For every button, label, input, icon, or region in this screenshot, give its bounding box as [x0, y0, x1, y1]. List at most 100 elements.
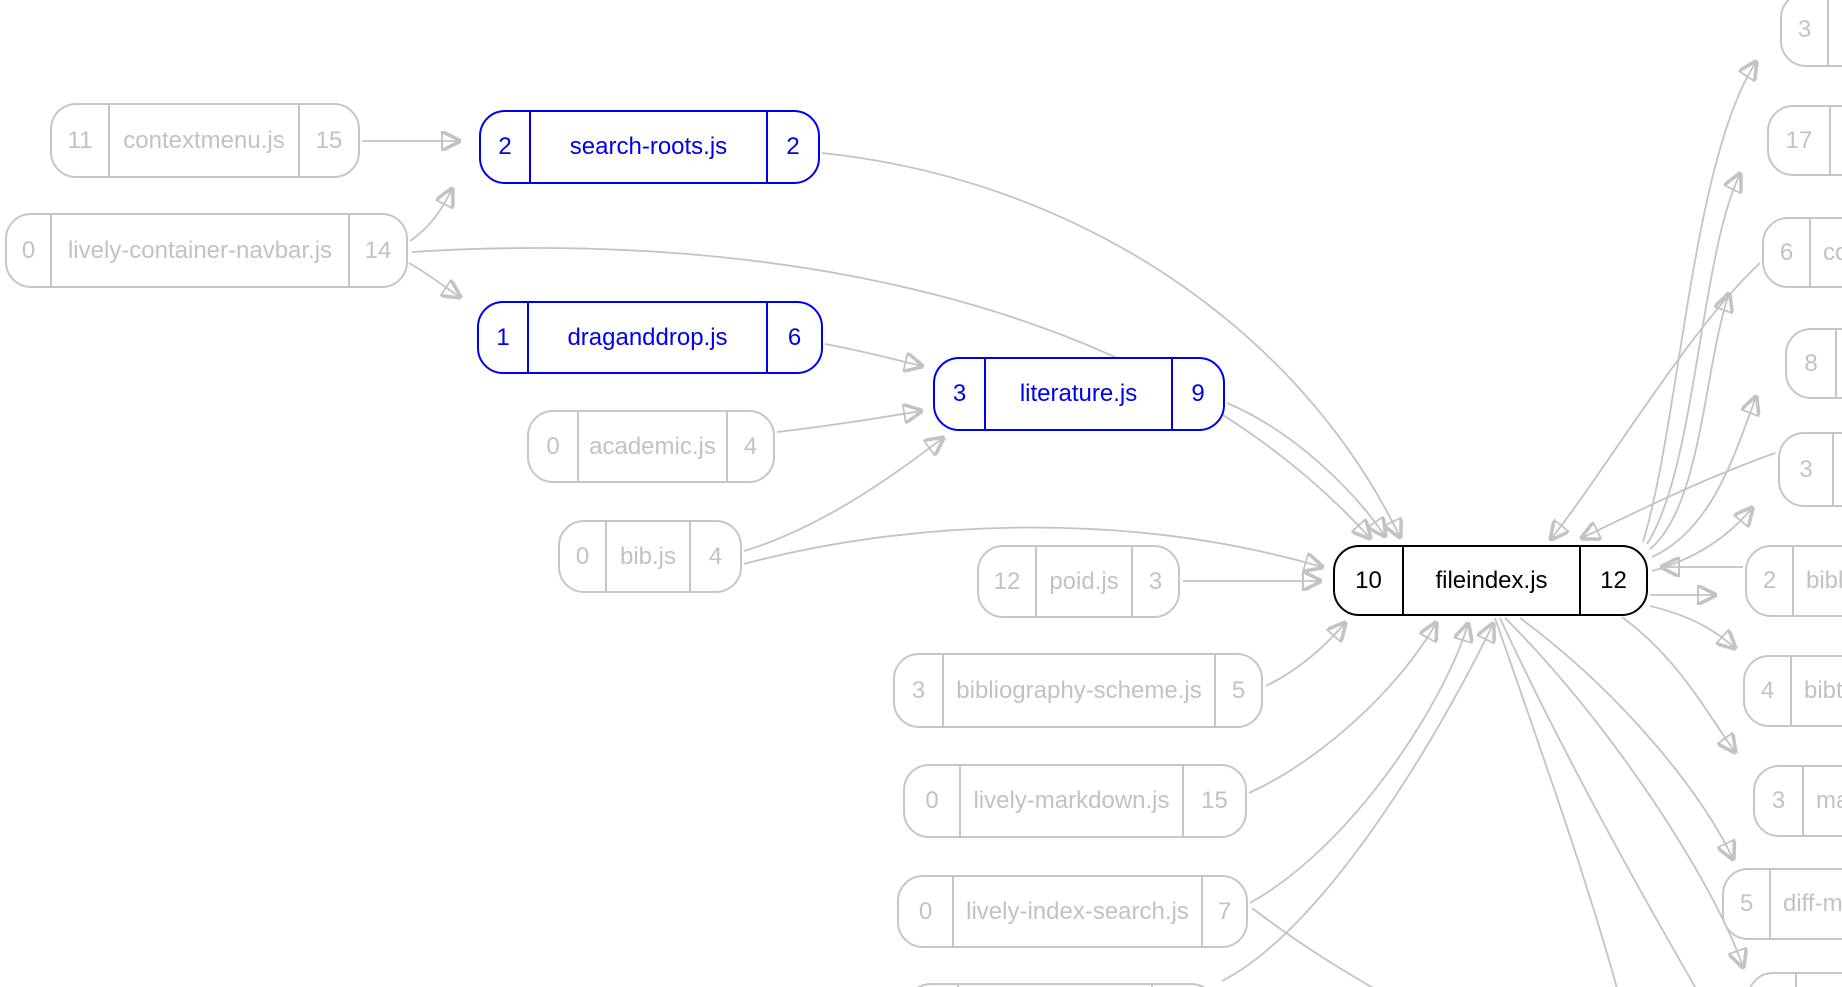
- edge-indexsearch-offscreen: [1251, 907, 1374, 987]
- node-label: [1832, 434, 1842, 505]
- node-out-count: 4: [708, 542, 723, 570]
- edge-indexsearch-fileindex: [1249, 624, 1468, 904]
- edge-fileindex-offscreen-1: [1494, 617, 1618, 987]
- node-in-count: 2: [1762, 567, 1777, 594]
- node-out-count: 12: [1600, 566, 1627, 594]
- node-lively-container-navbar[interactable]: 0 lively-container-navbar.js 14: [5, 213, 408, 288]
- node-in-count: 6: [1779, 238, 1794, 266]
- node-label: lively-index-search.js: [952, 877, 1203, 946]
- node-label: [1829, 107, 1842, 174]
- node-label: [1835, 330, 1842, 397]
- node-in-count: 0: [918, 897, 933, 925]
- node-label: [957, 985, 1153, 987]
- node-out-count: 5: [1231, 676, 1246, 704]
- node-label: contextmenu.js: [108, 105, 300, 176]
- node-draganddrop[interactable]: 1 draganddrop.js 6: [477, 301, 823, 374]
- edge-navbar-fileindex: [411, 247, 1370, 538]
- edge-fileindex-ptop3: [1649, 294, 1729, 550]
- node-in-count: 8: [1804, 349, 1818, 377]
- node-right-partial-5[interactable]: 3: [1778, 432, 1842, 507]
- node-in-count: 0: [575, 542, 590, 570]
- edge-bottommid-fileindex: [1221, 624, 1493, 982]
- node-in-count: 0: [925, 787, 939, 814]
- node-in-count: 3: [1799, 455, 1813, 483]
- node-label: [1795, 974, 1842, 987]
- edge-ptop5-fileindex: [1582, 452, 1776, 538]
- node-label: [1827, 0, 1842, 65]
- node-in-count: 5: [1739, 890, 1754, 917]
- node-bibliography-scheme[interactable]: 3 bibliography-scheme.js 5: [893, 653, 1263, 728]
- node-right-partial-2[interactable]: 17: [1767, 105, 1842, 176]
- edge-fileindex-offscreen-2: [1499, 617, 1697, 987]
- node-contextmenu[interactable]: 11 contextmenu.js 15: [50, 103, 360, 178]
- node-lively-markdown[interactable]: 0 lively-markdown.js 15: [903, 764, 1247, 838]
- edge-bib-fileindex: [743, 526, 1322, 567]
- node-right-partial-3[interactable]: 6 co: [1762, 217, 1842, 288]
- node-right-partial-4[interactable]: 8: [1785, 328, 1842, 399]
- node-label: draganddrop.js: [527, 303, 768, 372]
- node-bottom-partial[interactable]: [905, 983, 1217, 987]
- edge-literature-fileindex: [1226, 402, 1385, 536]
- node-in-count: 3: [1771, 787, 1786, 814]
- edge-fileindex-pright4: [1519, 617, 1733, 859]
- node-label: bibliography-scheme.js: [942, 655, 1216, 726]
- edge-fileindex-ptop1: [1642, 62, 1756, 543]
- edge-navbar-searchroots: [409, 189, 452, 242]
- edge-biblioscheme-fileindex: [1265, 623, 1345, 687]
- node-in-count: 3: [952, 380, 967, 407]
- edge-fileindex-pbottomright: [1504, 617, 1743, 967]
- node-lively-index-search[interactable]: 0 lively-index-search.js 7: [897, 875, 1248, 948]
- node-academic[interactable]: 0 academic.js 4: [527, 410, 775, 483]
- node-in-count: 3: [1797, 15, 1812, 43]
- node-search-roots[interactable]: 2 search-roots.js 2: [479, 110, 820, 184]
- node-out-count: 9: [1191, 380, 1205, 407]
- node-in-count: 11: [67, 126, 93, 154]
- edge-fileindex-ptop4: [1651, 397, 1756, 558]
- node-in-count: 0: [21, 236, 36, 264]
- node-out-count: 15: [315, 126, 343, 154]
- node-label: lively-container-navbar.js: [50, 215, 350, 286]
- node-out-count: 3: [1148, 567, 1163, 595]
- node-in-count: 0: [546, 432, 560, 460]
- node-right-partial-1[interactable]: 3: [1780, 0, 1842, 67]
- node-fileindex[interactable]: 10 fileindex.js 12: [1333, 545, 1648, 616]
- node-in-count: [1749, 974, 1795, 987]
- node-label: search-roots.js: [529, 112, 768, 182]
- node-right-partial-8[interactable]: 3 ma: [1753, 765, 1842, 837]
- node-out-count: 14: [364, 236, 392, 264]
- node-right-partial-7[interactable]: 4 bibt: [1743, 655, 1842, 727]
- edge-fileindex-ptop5: [1651, 508, 1752, 572]
- node-in-count: 12: [993, 567, 1021, 595]
- node-out-count: 7: [1217, 897, 1232, 925]
- node-label: diff-m: [1769, 870, 1842, 938]
- node-literature[interactable]: 3 literature.js 9: [933, 357, 1225, 431]
- node-label: fileindex.js: [1402, 547, 1581, 614]
- edge-searchroots-fileindex: [821, 152, 1400, 537]
- node-label: lively-markdown.js: [959, 766, 1184, 836]
- edge-fileindex-pright2: [1649, 605, 1735, 648]
- node-right-partial-10[interactable]: [1747, 972, 1842, 987]
- edge-markdown-fileindex: [1248, 623, 1436, 794]
- node-label: bibl: [1792, 547, 1842, 615]
- node-right-partial-9[interactable]: 5 diff-m: [1722, 868, 1842, 940]
- node-in-count: 17: [1785, 126, 1813, 154]
- node-label: poid.js: [1035, 547, 1133, 616]
- edge-fileindex-pright3: [1621, 616, 1735, 752]
- edge-academic-literature: [776, 411, 921, 433]
- node-poid[interactable]: 12 poid.js 3: [977, 545, 1180, 618]
- node-label: bib.js: [605, 522, 691, 591]
- node-in-count: 2: [498, 133, 512, 160]
- node-label: bibt: [1790, 657, 1842, 725]
- edge-navbar-draganddrop: [408, 262, 460, 297]
- node-out-count: 15: [1201, 787, 1228, 814]
- node-in-count: 1: [496, 323, 510, 351]
- edge-ptop3-fileindex: [1551, 262, 1761, 539]
- node-label: literature.js: [984, 359, 1173, 429]
- node-right-partial-6[interactable]: 2 bibl: [1745, 545, 1842, 617]
- node-bib[interactable]: 0 bib.js 4: [558, 520, 742, 593]
- edge-fileindex-ptop2: [1646, 174, 1740, 545]
- node-out-count: 2: [786, 133, 800, 160]
- node-label: co: [1809, 219, 1842, 286]
